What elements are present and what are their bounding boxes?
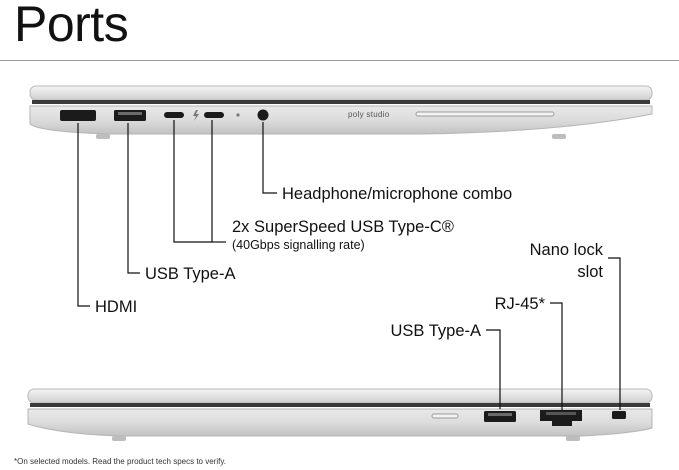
leader-lines-left: [77, 120, 277, 307]
usb-a-port-left: [114, 110, 146, 121]
usb-a-port-right: [484, 411, 516, 422]
page-title: Ports: [14, 0, 129, 52]
leader-usbc: [173, 120, 213, 243]
slot-indicator: [431, 413, 459, 419]
label-hdmi: HDMI: [95, 298, 138, 316]
sd-slot: [415, 111, 555, 117]
headphone-jack: [257, 109, 269, 121]
label-usb-c: 2x SuperSpeed USB Type-C®: [232, 218, 454, 236]
hdmi-port: [60, 110, 96, 121]
nano-lock-slot: [612, 411, 626, 419]
laptop-left-foot-2: [552, 134, 566, 139]
laptop-left-foot-1: [96, 134, 110, 139]
label-usb-a-right: USB Type-A: [390, 322, 481, 340]
usb-c-port-1: [164, 112, 184, 118]
laptop-left-seam: [32, 100, 650, 104]
laptop-right-foot-2: [566, 436, 580, 441]
label-rj45: RJ-45*: [494, 295, 545, 313]
laptop-right-side: [27, 388, 653, 441]
title-divider: [0, 60, 679, 61]
leader-hdmi: [77, 123, 90, 307]
leader-nano-lock: [608, 257, 621, 410]
laptop-right-foot-1: [112, 436, 126, 441]
laptop-left-side: [29, 85, 653, 139]
laptop-left-lid: [29, 85, 653, 101]
label-usb-a-left: USB Type-A: [145, 265, 236, 283]
label-nano-lock-2: slot: [577, 263, 603, 281]
footnote: *On selected models. Read the product te…: [14, 457, 226, 466]
thunderbolt-icon: [193, 110, 199, 121]
usb-c-port-2: [204, 112, 224, 118]
leader-usba-right: [486, 329, 501, 409]
laptop-right-lid: [27, 388, 653, 404]
label-nano-lock-1: Nano lock: [529, 241, 603, 259]
leader-rj45: [550, 302, 563, 410]
label-headphone-combo: Headphone/microphone combo: [282, 185, 513, 203]
led-indicator: [236, 113, 240, 117]
brand-logo: poly studio: [348, 110, 390, 119]
leader-usba-left: [127, 123, 140, 274]
label-usb-c-note: (40Gbps signalling rate): [232, 238, 365, 252]
laptop-right-seam: [30, 403, 650, 407]
leader-headphone: [262, 122, 277, 194]
leader-lines-right: [486, 257, 621, 410]
